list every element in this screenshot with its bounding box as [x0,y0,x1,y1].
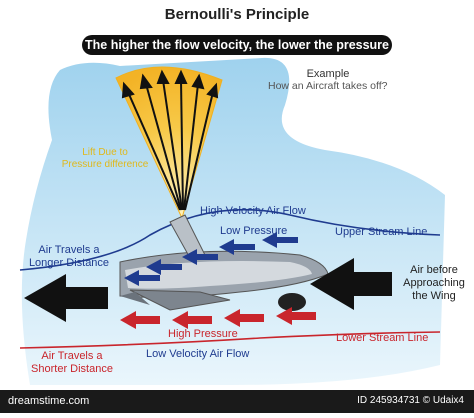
blue-arrow [262,232,298,248]
air-before-wing-arrow [310,258,392,310]
air-longer-line2: Longer Distance [28,257,110,269]
lift-label: Lift Due to Pressure difference [30,147,180,171]
air-longer-label: Air Travels a Longer Distance [22,244,116,270]
lift-label-line2: Pressure difference [61,159,149,170]
air-longer-line1: Air Travels a [38,244,100,256]
example-subtitle: How an Aircraft takes off? [268,80,388,92]
red-arrow [224,309,264,327]
page-title: Bernoulli's Principle [164,6,310,23]
lower-airflow-arrows [120,307,316,329]
low-velocity-label: Low Velocity Air Flow [146,348,250,360]
red-arrow [276,307,316,325]
air-before-line2: Approaching [403,277,465,289]
upper-airflow-arrows [124,232,298,286]
air-before-label: Air before Approaching the Wing [398,264,470,303]
red-arrow [172,311,212,329]
air-shorter-line2: Shorter Distance [31,363,113,375]
blue-arrow [146,259,182,275]
example-title: Example [306,68,350,80]
red-arrow [120,311,160,329]
lower-stream-label: Lower Stream Line [336,332,429,344]
lift-label-line1: Lift Due to [82,147,128,158]
air-before-line1: Air before [410,264,458,276]
sky-background [21,57,445,385]
air-shorter-label: Air Travels a Shorter Distance [24,350,120,376]
footer-site: dreamstime.com [8,395,90,407]
principle-banner: The higher the flow velocity, the lower … [82,35,392,55]
low-pressure-label: Low Pressure [220,225,288,237]
footer-id: ID 245934731 © Udaix4 [357,395,464,406]
footer-bar: dreamstime.com ID 245934731 © Udaix4 [0,390,474,413]
lower-stream-line [19,331,441,349]
lift-arrows [121,69,219,211]
high-pressure-label: High Pressure [168,328,238,340]
air-after-wing-arrow [24,274,108,322]
high-velocity-label: High Velocity Air Flow [200,205,306,217]
upper-stream-label: Upper Stream Line [335,226,428,238]
air-before-line3: the Wing [412,290,456,302]
air-shorter-line1: Air Travels a [41,350,103,362]
blue-arrow [124,270,160,286]
upper-stream-line [19,208,441,271]
blue-arrow [219,239,255,255]
blue-arrow [182,249,218,265]
